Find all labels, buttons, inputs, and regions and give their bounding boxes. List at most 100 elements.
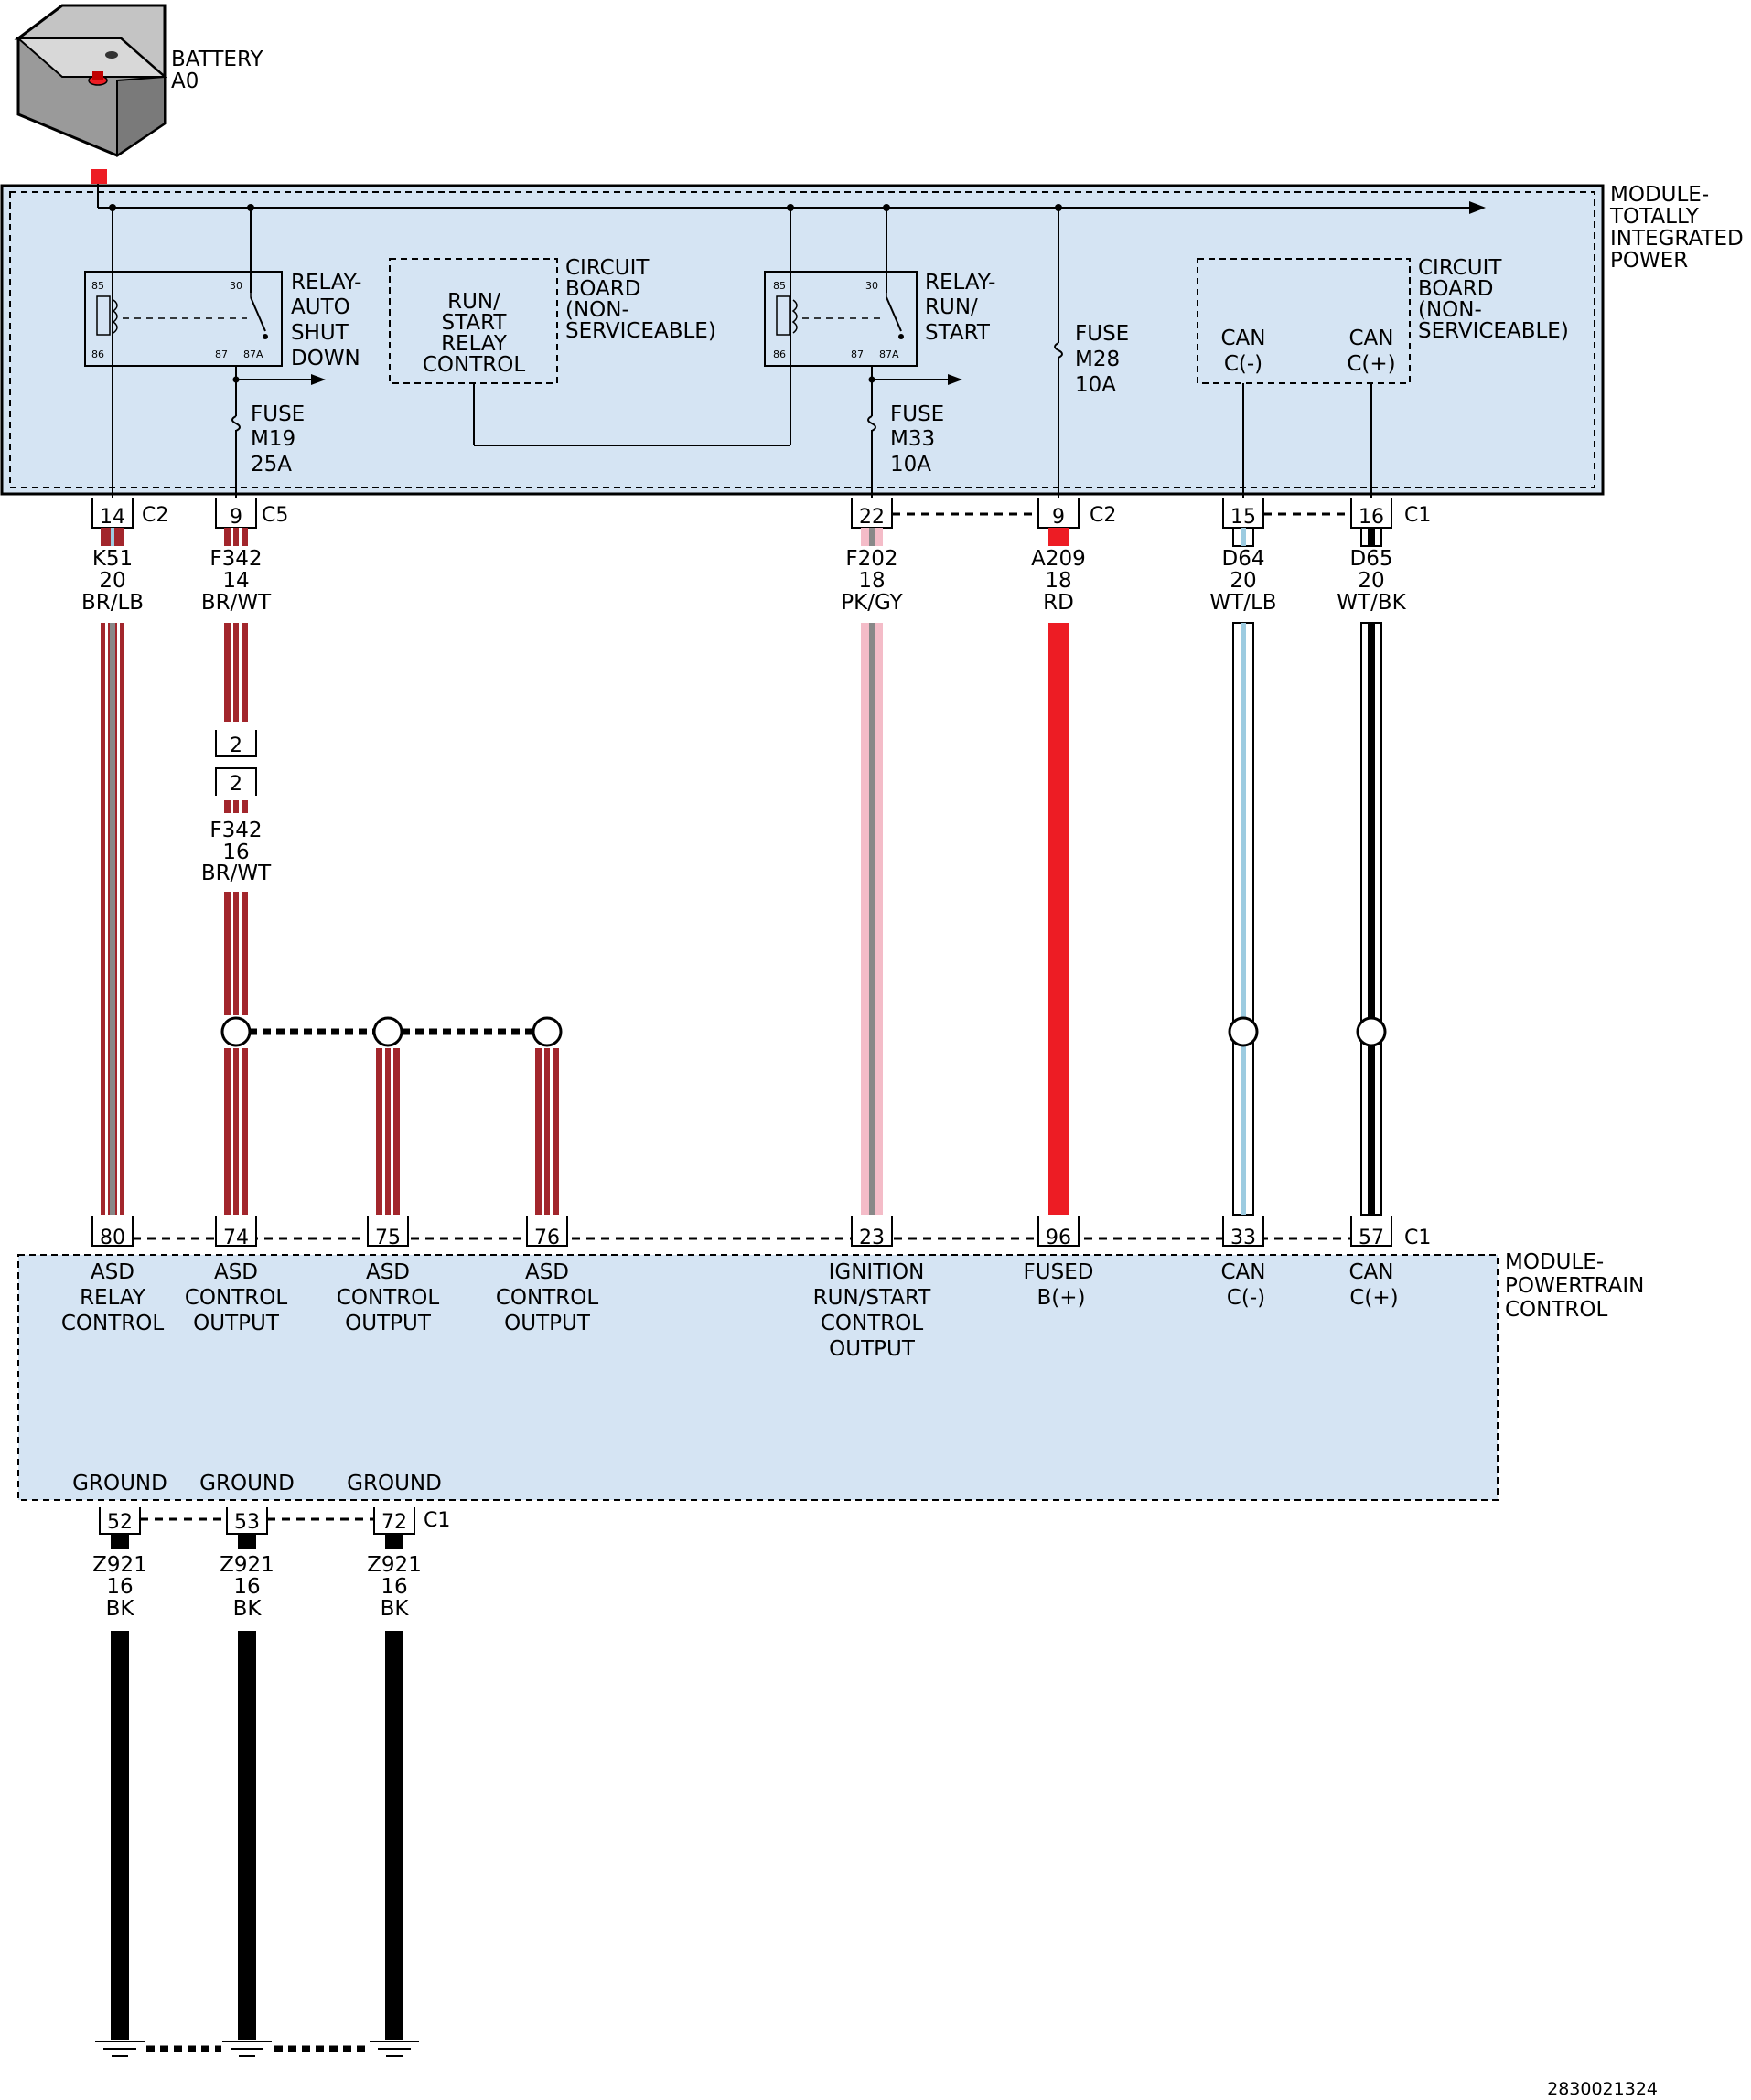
relay-run-pin-87a: 87A (879, 348, 899, 360)
cb1-label-2: BOARD (565, 277, 641, 301)
ground-pin-53-number: 53 (234, 1511, 260, 1534)
pcm-pin-96-label-2: B(+) (1037, 1286, 1086, 1310)
relay-run-wiring (867, 208, 962, 498)
cb1-inner-1: RUN/ (447, 290, 500, 314)
relay-asd-pin-30: 30 (230, 280, 242, 292)
ground-wire-1-gauge: 16 (106, 1575, 133, 1599)
cb1-label-1: CIRCUIT (565, 256, 650, 280)
tipm-pin-22-number: 22 (859, 506, 885, 529)
ground-wire-2-gauge: 16 (233, 1575, 260, 1599)
relay-asd-wiring (112, 208, 326, 498)
ground-wire-2-color: BK (233, 1597, 263, 1621)
tipm-pin-14: 14 C2 (91, 498, 168, 529)
relay-asd: 85 86 30 87 87A (84, 271, 283, 367)
relay-asd-label-4: DOWN (291, 347, 360, 370)
relay-asd-pin-87a: 87A (243, 348, 263, 360)
fuse-m19-label-1: FUSE (251, 402, 305, 426)
fuse-m33-label-1: FUSE (890, 402, 944, 426)
ground-label-1: GROUND (72, 1472, 167, 1495)
pcm-pin-57-label-2: C(+) (1349, 1286, 1398, 1310)
wire-f342b-circuit: F342 (209, 819, 262, 842)
wire-d65-label: D65 20 WT/BK (1337, 547, 1406, 615)
pcm-pin-76-label-2: CONTROL (496, 1286, 599, 1310)
pcm-pin-80: 80 ASD RELAY CONTROL (61, 1216, 165, 1335)
wire-k51-circuit: K51 (92, 547, 133, 571)
tipm-label-3: INTEGRATED (1610, 227, 1744, 251)
ground-wire-1: Z921 16 BK (92, 1534, 147, 2040)
fuse-m28 (1054, 208, 1063, 498)
battery-label: BATTERY A0 (171, 48, 263, 93)
wire-f342b-label: F342 16 BR/WT (201, 819, 272, 885)
fuse-m19-label: FUSE M19 25A (251, 402, 305, 477)
pcm-pin-57-label-1: CAN (1349, 1260, 1394, 1284)
ground-symbol-3-icon (370, 2041, 419, 2057)
relay-run-start: 85 86 30 87 87A (764, 271, 918, 367)
pcm-pin-80-label-1: ASD (91, 1260, 134, 1284)
wire-d64-gauge: 20 (1230, 569, 1256, 593)
pcm-pin-23-label-2: RUN/START (813, 1286, 932, 1310)
pcm-pin-23-number: 23 (859, 1227, 885, 1249)
tipm-label-2: TOTALLY (1609, 205, 1700, 229)
pcm-pin-74-number: 74 (223, 1227, 249, 1249)
pcm-pin-74-label-1: ASD (214, 1260, 258, 1284)
wire-a209-circuit: A209 (1031, 547, 1086, 571)
relay-asd-label-3: SHUT (291, 321, 349, 345)
ground-symbol-2-icon (222, 2041, 272, 2057)
pcm-pin-33-number: 33 (1230, 1227, 1256, 1249)
wire-d65-circuit: D65 (1350, 547, 1393, 571)
tipm-module (0, 184, 1605, 496)
wire-f202-circuit: F202 (845, 547, 897, 571)
tipm-pin-9-c2: 9 C2 (1037, 498, 1116, 529)
wire-a209-color: RD (1043, 591, 1074, 615)
wire-d64-label: D64 20 WT/LB (1209, 547, 1276, 615)
pcm-pin-23: 23 IGNITION RUN/START CONTROL OUTPUT (813, 1216, 932, 1361)
wire-f342-gauge: 14 (222, 569, 249, 593)
pcm-pin-80-label-3: CONTROL (61, 1312, 165, 1335)
pcm-pin-76-label-3: OUTPUT (504, 1312, 591, 1335)
battery-id: A0 (171, 70, 199, 93)
pcm-pin-76-label-1: ASD (525, 1260, 569, 1284)
pcm-pin-76-number: 76 (534, 1227, 560, 1249)
pcm-pin-96-number: 96 (1046, 1227, 1071, 1249)
ground-labels: GROUND GROUND GROUND (72, 1472, 442, 1495)
wire-k51 (101, 528, 124, 1215)
tipm-pin-16-number: 16 (1359, 506, 1384, 529)
wire-f342-color: BR/WT (201, 591, 272, 615)
splice-nodes (220, 1016, 563, 1047)
ground-wire-1-circuit: Z921 (92, 1553, 147, 1577)
cb2-label-1: CIRCUIT (1418, 256, 1502, 280)
cb2-label: CIRCUIT BOARD (NON- SERVICEABLE) (1418, 256, 1569, 343)
wire-f202-label: F202 18 PK/GY (841, 547, 903, 615)
pcm-pin-23-label-1: IGNITION (829, 1260, 925, 1284)
ground-symbol-1-icon (95, 2041, 145, 2057)
pcm-pin-80-number: 80 (100, 1227, 125, 1249)
pcm-pin-75-label-2: CONTROL (337, 1286, 440, 1310)
pcm-label-2: POWERTRAIN (1505, 1274, 1644, 1298)
cb2-label-4: SERVICEABLE) (1418, 319, 1569, 343)
b-plus-bus (97, 184, 1486, 214)
wire-asd-75 (376, 1048, 400, 1215)
wire-d64-color: WT/LB (1209, 591, 1276, 615)
wire-a209-label: A209 18 RD (1031, 547, 1086, 615)
wire-f202 (861, 528, 883, 1215)
relay-run-label-2: RUN/ (925, 295, 978, 319)
cb2-can-minus-2: C(-) (1224, 352, 1262, 376)
wire-d64-circuit: D64 (1222, 547, 1265, 571)
pcm-pin-57-number: 57 (1359, 1227, 1384, 1249)
relay-run-pin-87: 87 (851, 348, 864, 360)
inline-connector: 2 2 (215, 730, 257, 796)
pcm-pin-74-label-3: OUTPUT (193, 1312, 280, 1335)
fuse-m28-label: FUSE M28 10A (1075, 322, 1129, 397)
fuse-m33-label: FUSE M33 10A (890, 402, 944, 477)
relay-run-label-1: RELAY- (925, 271, 995, 295)
tipm-label-1: MODULE- (1610, 183, 1709, 207)
wire-f202-color: PK/GY (841, 591, 903, 615)
tipm-pin-16: 16 C1 (1350, 498, 1431, 529)
tipm-pin-9-c2-number: 9 (1052, 506, 1065, 529)
cb1-label-3: (NON- (565, 298, 629, 322)
relay-asd-pin-87: 87 (215, 348, 228, 360)
pcm-pin-76: 76 ASD CONTROL OUTPUT (496, 1216, 599, 1335)
pcm-pin-23-label-3: CONTROL (821, 1312, 924, 1335)
pcm-pin-33-label-1: CAN (1221, 1260, 1266, 1284)
pcm-label-3: CONTROL (1505, 1298, 1608, 1322)
